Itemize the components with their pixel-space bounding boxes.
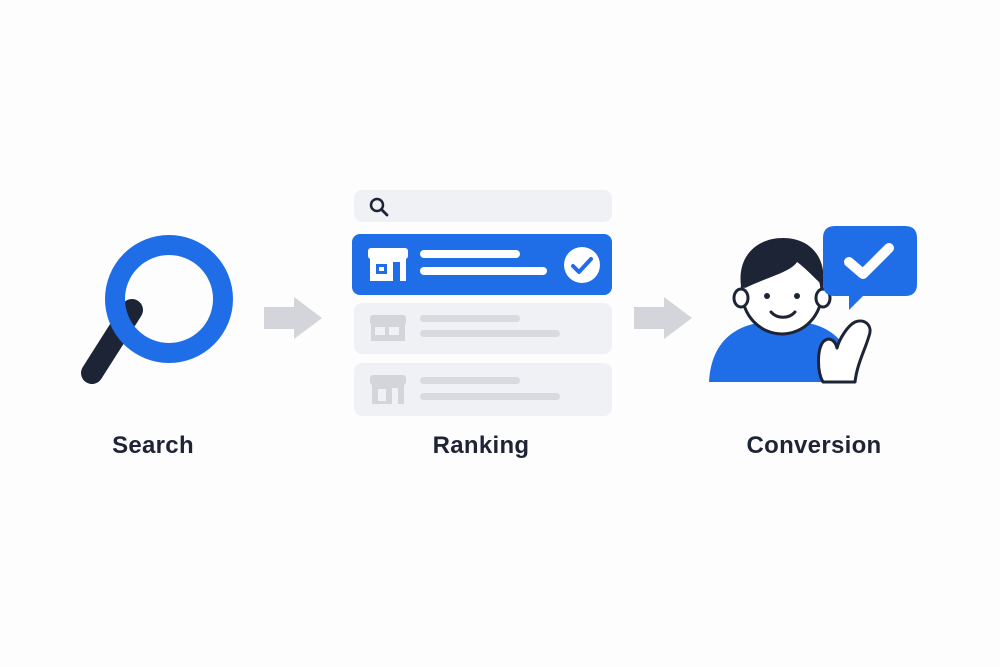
ranked-item-top (352, 234, 612, 295)
search-icon (369, 197, 389, 217)
search-bar (354, 190, 612, 222)
check-circle-icon (564, 247, 600, 283)
magnifying-glass-icon (81, 235, 233, 384)
storefront-icon (370, 315, 406, 341)
arrow-right-icon (264, 297, 322, 344)
happy-customer-icon (705, 222, 925, 384)
storefront-icon (370, 375, 406, 405)
step-label-ranking: Ranking (432, 432, 530, 459)
step-search (70, 215, 240, 395)
storefront-icon (368, 248, 408, 282)
ranked-item-third (354, 363, 612, 416)
ranked-item-second (354, 303, 612, 354)
step-label-search: Search (112, 432, 194, 459)
step-label-conversion: Conversion (746, 432, 882, 459)
ranking-list (352, 188, 614, 418)
arrow-right-icon (634, 297, 692, 344)
